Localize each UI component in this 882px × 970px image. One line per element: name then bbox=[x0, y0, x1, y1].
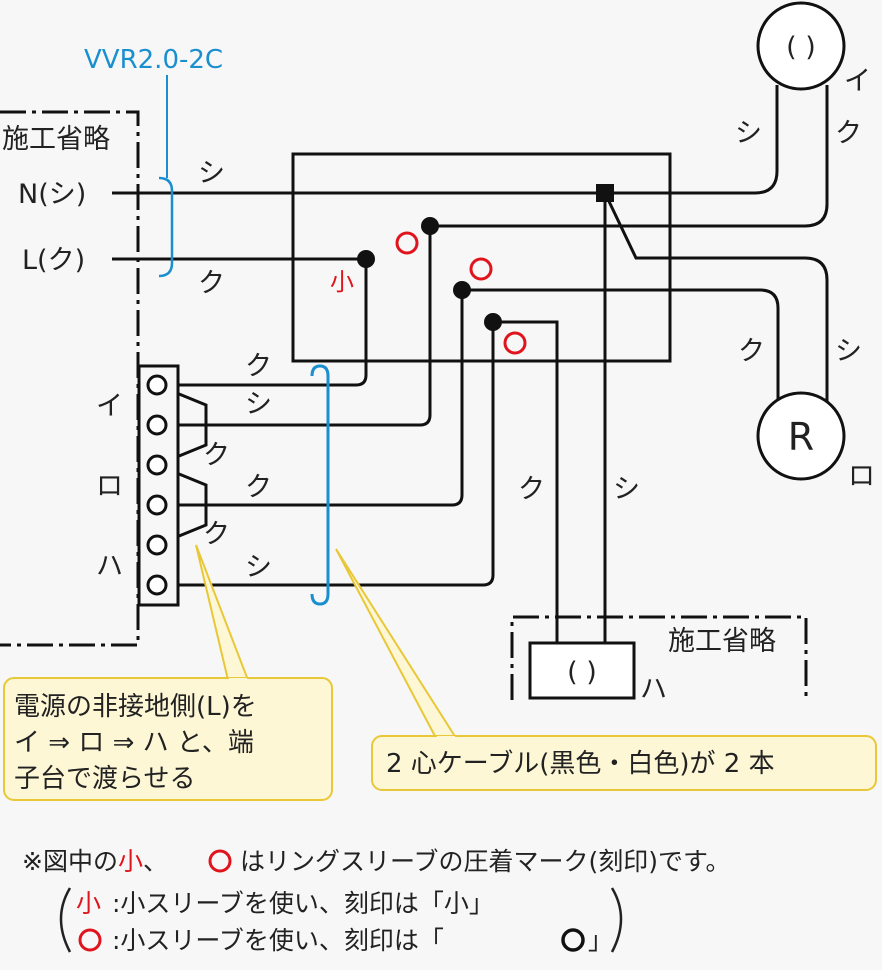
terminal-screw bbox=[146, 574, 168, 596]
note-line-3-close: 」 bbox=[588, 926, 613, 955]
note-line-1-suffix: はリングスリーブの圧着マーク(刻印)です。 bbox=[240, 847, 731, 876]
sleeve-mark-circle bbox=[469, 257, 493, 281]
outlet-fixture bbox=[756, 1, 846, 91]
callout-terminal-pointer bbox=[195, 544, 250, 681]
terminal-screw bbox=[146, 454, 168, 476]
cable-type-label: VVR2.0-2C bbox=[84, 45, 223, 75]
wire-term-4 bbox=[157, 290, 464, 507]
wire-outlet-black bbox=[430, 85, 829, 228]
sleeve-mark-circle bbox=[395, 231, 419, 255]
wire-color-label: ク bbox=[203, 440, 230, 471]
wire-color-label: ク bbox=[203, 519, 230, 550]
outlet-symbol: ( ) bbox=[786, 32, 816, 63]
wire-lamp-ha-black bbox=[493, 320, 559, 645]
wire-term-6 bbox=[157, 322, 495, 587]
terminal-label-i: イ bbox=[96, 391, 123, 422]
wire-color-label: ク bbox=[198, 268, 225, 299]
wire-r-black bbox=[462, 288, 780, 405]
wire-color-label: シ bbox=[735, 118, 762, 149]
callout-terminal-line: イ ⇒ ロ ⇒ ハ と、端 bbox=[14, 728, 254, 758]
callout-terminal-line: 電源の非接地側(L)を bbox=[14, 692, 257, 722]
terminal-screw bbox=[146, 414, 168, 436]
connection-dot bbox=[484, 313, 502, 331]
wire-color-label: シ bbox=[613, 474, 640, 505]
cable-bracket-supply bbox=[158, 176, 174, 278]
callout-terminal-box bbox=[3, 677, 333, 801]
wire-n bbox=[112, 85, 779, 195]
wire-color-label: シ bbox=[198, 158, 225, 189]
omit-label-left: 施工省略 bbox=[2, 124, 110, 155]
note-line-3-mark bbox=[78, 928, 102, 952]
wire-color-label: シ bbox=[245, 552, 272, 583]
note-bracket-right bbox=[610, 887, 623, 953]
note-black-circle-mark bbox=[561, 928, 585, 952]
wire-color-label: シ bbox=[245, 389, 272, 420]
connection-dot bbox=[453, 281, 471, 299]
wire-term-1 bbox=[157, 259, 368, 387]
callout-terminal-line: 子台で渡らせる bbox=[14, 764, 195, 794]
lamp-ha-fixture bbox=[528, 641, 636, 700]
wire-color-label: ク bbox=[245, 472, 272, 503]
outlet-label-i: イ bbox=[844, 66, 871, 97]
sleeve-mark-small: 小 bbox=[330, 268, 354, 296]
note-line-1: ※図中の小、 bbox=[22, 847, 168, 876]
terminal-screw bbox=[146, 374, 168, 396]
note-line-2-text: :小スリーブを使い、刻印は「小」 bbox=[112, 889, 494, 918]
sleeve-mark-circle bbox=[503, 331, 527, 355]
terminal-block bbox=[137, 364, 180, 607]
lamp-ha-label-ha: ハ bbox=[640, 674, 667, 705]
lamp-r-fixture bbox=[756, 391, 846, 481]
wire-color-label: ク bbox=[738, 336, 765, 367]
wire-color-label: シ bbox=[835, 336, 862, 367]
lamp-ha-symbol: ( ) bbox=[567, 657, 597, 688]
terminal-screw bbox=[146, 534, 168, 556]
jumper-1-3 bbox=[156, 383, 208, 467]
omit-label-bottom: 施工省略 bbox=[668, 626, 776, 657]
omit-region-bottom bbox=[510, 615, 808, 700]
terminal-screw bbox=[146, 494, 168, 516]
lamp-r-symbol: R bbox=[788, 415, 814, 459]
supply-n-label: N(シ) bbox=[18, 179, 86, 210]
terminal-label-ha: ハ bbox=[96, 551, 123, 582]
wire-term-2 bbox=[157, 226, 432, 427]
wire-color-label: ク bbox=[835, 118, 862, 149]
note-line-2-mark: 小 bbox=[76, 889, 101, 918]
callout-cable-box bbox=[371, 735, 877, 791]
note-line-3-text: :小スリーブを使い、刻印は「 bbox=[112, 926, 444, 955]
connection-dot bbox=[421, 217, 439, 235]
cable-bracket-terminal bbox=[310, 364, 330, 606]
lamp-r-label-ro: ロ bbox=[848, 461, 875, 492]
wire-color-label: ク bbox=[245, 351, 272, 382]
wire-r-white bbox=[603, 192, 829, 405]
callout-cable-text: 2 心ケーブル(黒色・白色)が 2 本 bbox=[386, 749, 775, 779]
connection-square bbox=[596, 184, 614, 202]
omit-region-left bbox=[0, 110, 140, 647]
note-bracket-left bbox=[59, 887, 72, 953]
jumper-3-5 bbox=[156, 463, 208, 547]
connection-dot bbox=[357, 250, 375, 268]
wire-color-label: ク bbox=[518, 474, 545, 505]
supply-l-label: L(ク) bbox=[22, 245, 85, 276]
callout-cable-pointer bbox=[335, 548, 458, 739]
note-circle-mark bbox=[208, 849, 232, 873]
terminal-label-ro: ロ bbox=[96, 471, 123, 502]
